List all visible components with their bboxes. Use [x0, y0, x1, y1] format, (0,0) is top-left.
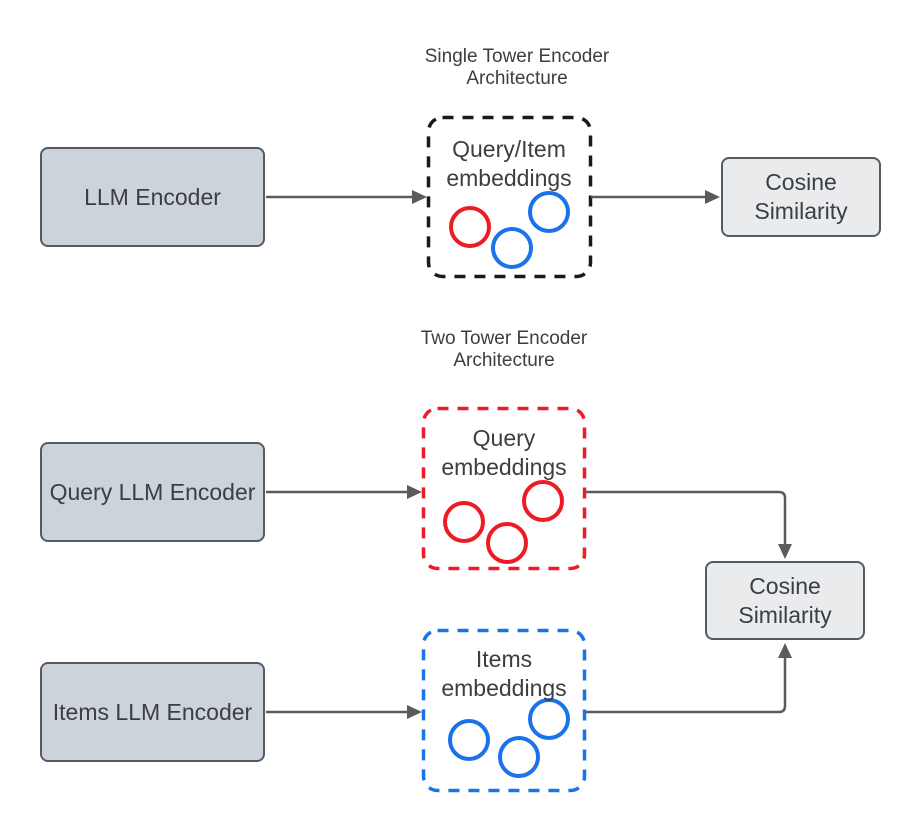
two-tower-title: Two Tower Encoder Architecture: [420, 328, 588, 371]
query-item-embedding-dot-blue-1: [491, 227, 533, 269]
connector-items-embeddings-to-cosine-head: [778, 643, 792, 658]
llm-encoder-box: LLM Encoder: [40, 147, 265, 247]
query-embedding-dot-2: [486, 522, 528, 564]
query-embeddings-container: [421, 406, 587, 571]
cosine-similarity-label-single: Cosine Similarity: [754, 169, 848, 224]
items-embeddings-label: Items embeddings: [441, 646, 567, 701]
items-embedding-dot-1: [448, 719, 490, 761]
arrow-items-encoder-to-embeddings-head: [407, 705, 422, 719]
arrow-embeddings-to-cosine-head: [705, 190, 720, 204]
query-item-embedding-dot-red: [449, 206, 491, 248]
cosine-similarity-box-single: Cosine Similarity: [721, 157, 881, 237]
connector-query-embeddings-to-cosine-head: [778, 544, 792, 559]
query-embedding-dot-1: [443, 501, 485, 543]
query-embeddings-label: Query embeddings: [441, 425, 567, 480]
arrow-llm-to-embeddings-head: [412, 190, 427, 204]
items-embeddings-container: [421, 628, 587, 793]
query-llm-encoder-box: Query LLM Encoder: [40, 442, 265, 542]
items-llm-encoder-label: Items LLM Encoder: [52, 698, 253, 725]
items-embedding-dot-3: [528, 698, 570, 740]
query-item-embeddings-label: Query/Item embeddings: [446, 136, 572, 191]
connector-query-embeddings-to-cosine-line: [585, 490, 787, 545]
items-embedding-dot-2: [498, 736, 540, 778]
items-llm-encoder-box: Items LLM Encoder: [40, 662, 265, 762]
query-embedding-dot-3: [522, 480, 564, 522]
single-tower-embeddings-container: [426, 115, 593, 279]
query-llm-encoder-label: Query LLM Encoder: [49, 478, 256, 505]
cosine-similarity-box-two-tower: Cosine Similarity: [705, 561, 865, 640]
connector-items-embeddings-to-cosine-line: [585, 657, 787, 714]
query-item-embedding-dot-blue-2: [528, 191, 570, 233]
arrow-query-encoder-to-embeddings-head: [407, 485, 422, 499]
single-tower-title: Single Tower Encoder Architecture: [424, 46, 610, 89]
llm-encoder-label: LLM Encoder: [84, 183, 221, 210]
cosine-similarity-label-two-tower: Cosine Similarity: [738, 572, 832, 628]
